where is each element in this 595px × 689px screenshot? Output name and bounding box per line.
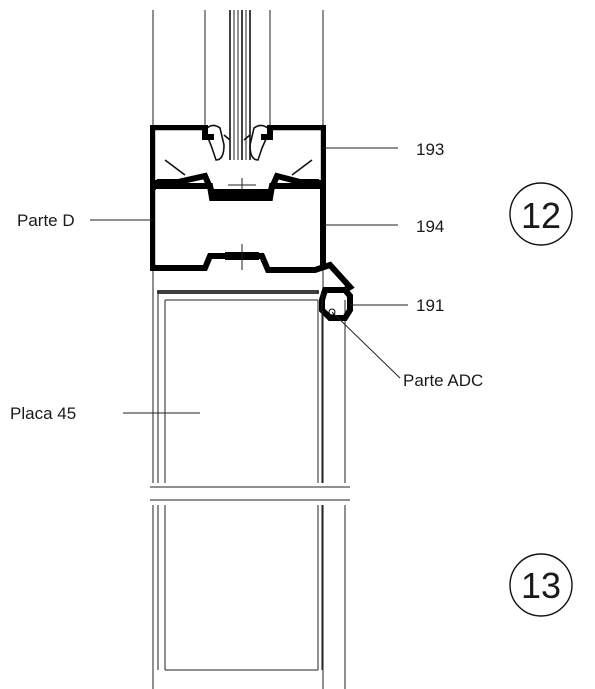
profile-194 <box>150 182 355 293</box>
glazing-lines <box>204 10 271 160</box>
label-193: 193 <box>416 140 444 159</box>
profile-191 <box>319 287 353 321</box>
break-marks <box>150 486 350 501</box>
detail-marker-13: 13 <box>509 553 573 617</box>
label-parte-adc: Parte ADC <box>403 371 483 390</box>
detail-marker-13-text: 13 <box>521 565 561 606</box>
leader-lines <box>90 147 408 414</box>
label-191: 191 <box>416 296 444 315</box>
label-placa-45: Placa 45 <box>10 404 76 423</box>
detail-marker-12-text: 12 <box>521 195 561 236</box>
label-parte-d: Parte D <box>17 211 75 230</box>
glazing-gaskets <box>204 124 271 161</box>
leader-parte-adc <box>331 311 401 379</box>
detail-marker-12: 12 <box>509 182 573 246</box>
label-194: 194 <box>416 217 444 236</box>
outer-wall-lines <box>152 10 346 689</box>
placa-45-panel <box>157 290 323 671</box>
